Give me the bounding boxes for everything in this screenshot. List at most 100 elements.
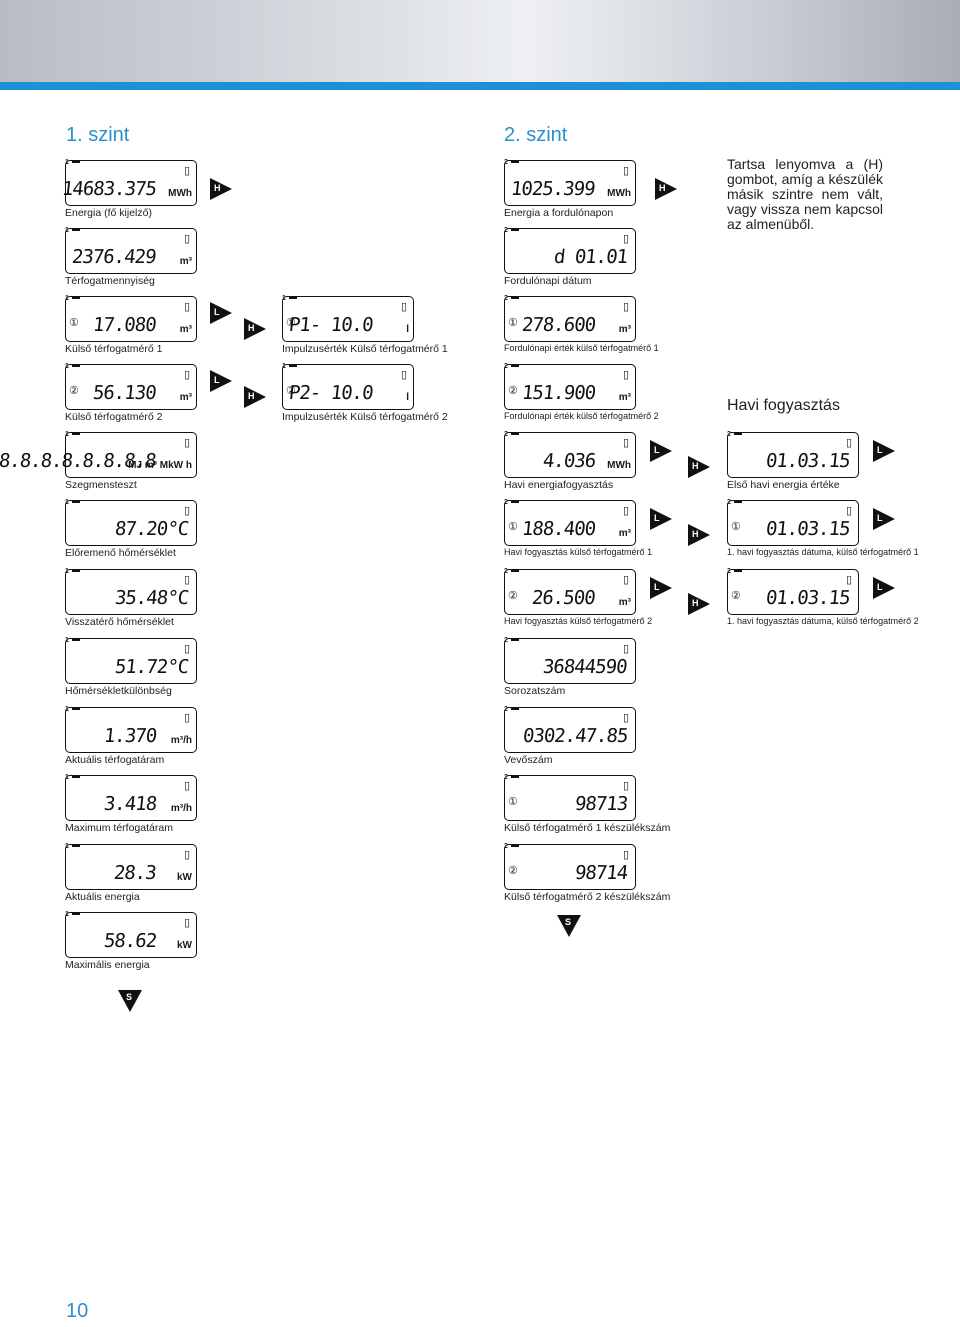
lcd-value: 14683.375	[60, 178, 158, 200]
lcd-unit: MWh	[168, 188, 192, 199]
meter-status-icon: ▯	[622, 780, 629, 792]
meter-status-icon: ▯	[622, 369, 629, 381]
meter-status-icon: ▯	[183, 780, 190, 792]
lcd-value: 58.62	[102, 930, 158, 952]
meter-status-icon: ▯	[183, 643, 190, 655]
level-indicator: 2	[504, 774, 519, 781]
lcd-value: 26.500	[531, 587, 597, 609]
monthly-consumption-title: Havi fogyasztás	[727, 397, 840, 414]
lcd-caption: Maximum térfogatáram	[65, 822, 173, 834]
l-button-arrow-icon	[650, 440, 672, 462]
lcd-value: 3.418	[102, 793, 158, 815]
s-button-arrow-icon	[118, 990, 142, 1012]
lcd-caption: Térfogatmennyiség	[65, 275, 155, 287]
lcd-caption: Külső térfogatmérő 2 készülékszám	[504, 891, 671, 903]
lcd-caption: 1. havi fogyasztás dátuma, külső térfoga…	[727, 616, 919, 626]
lcd-caption: Szegmensteszt	[65, 479, 137, 491]
meter-status-icon: ▯	[622, 437, 629, 449]
instruction-note: Tartsa lenyomva a (H) gombot, amíg a kés…	[727, 156, 883, 232]
level-indicator: 2	[727, 568, 742, 575]
lcd-caption: Aktuális térfogatáram	[65, 754, 165, 766]
lcd-value: 17.080	[92, 314, 158, 336]
meter-status-icon: ▯	[183, 917, 190, 929]
meter-status-icon: ▯	[183, 301, 190, 313]
meter-number-icon: ②	[286, 385, 296, 397]
level-indicator: 1	[282, 363, 297, 370]
lcd-caption: Hőmérsékletkülönbség	[65, 685, 172, 697]
meter-status-icon: ▯	[183, 849, 190, 861]
lcd-display: 1▯51.72°C	[65, 637, 197, 684]
level-indicator: 2	[504, 637, 519, 644]
meter-status-icon: ▯	[400, 369, 407, 381]
meter-status-icon: ▯	[622, 712, 629, 724]
meter-status-icon: ▯	[183, 437, 190, 449]
h-button-arrow-icon-label: H	[659, 183, 666, 193]
lcd-unit: MJ m³ MkW h	[128, 460, 192, 471]
lcd-display: 1▯87.20°C	[65, 499, 197, 546]
lcd-caption: Aktuális energia	[65, 891, 140, 903]
level-indicator: 2	[504, 568, 519, 575]
lcd-value: 01.03.15	[765, 518, 852, 540]
h-button-arrow-icon-label: H	[692, 529, 699, 539]
h-button-arrow-icon-label: H	[692, 598, 699, 608]
h-button-arrow-icon	[688, 524, 710, 546]
level-indicator: 1	[65, 295, 80, 302]
lcd-display: 2▯36844590	[504, 637, 636, 684]
meter-number-icon: ①	[508, 521, 518, 533]
meter-status-icon: ▯	[622, 233, 629, 245]
meter-number-icon: ①	[69, 317, 79, 329]
l-button-arrow-icon	[873, 440, 895, 462]
lcd-value: 56.130	[92, 382, 158, 404]
lcd-unit: l	[406, 324, 409, 335]
lcd-caption: Fordulónapi érték külső térfogatmérő 1	[504, 343, 659, 353]
lcd-unit: kW	[177, 940, 192, 951]
lcd-value: 2376.429	[71, 246, 158, 268]
lcd-unit: m³/h	[170, 735, 192, 746]
lcd-value: 98714	[573, 862, 629, 884]
lcd-caption: Külső térfogatmérő 1	[65, 343, 163, 355]
lcd-value: 87.20°C	[113, 518, 190, 540]
l-button-arrow-icon	[210, 370, 232, 392]
lcd-value: 0302.47.85	[521, 725, 629, 747]
lcd-value: 278.600	[520, 314, 597, 336]
meter-number-icon: ②	[731, 590, 741, 602]
lcd-caption: Impulzusérték Külső térfogatmérő 2	[282, 411, 448, 423]
meter-status-icon: ▯	[622, 301, 629, 313]
meter-status-icon: ▯	[622, 505, 629, 517]
meter-number-icon: ①	[286, 317, 296, 329]
lcd-value: P2- 10.0	[288, 382, 375, 404]
lcd-caption: Impulzusérték Külső térfogatmérő 1	[282, 343, 448, 355]
level-indicator: 2	[504, 499, 519, 506]
level-2-title: 2. szint	[504, 124, 568, 146]
level-indicator: 1	[65, 363, 80, 370]
level-indicator: 2	[727, 431, 742, 438]
l-button-arrow-icon-label: L	[654, 445, 660, 455]
h-button-arrow-icon	[210, 178, 232, 200]
lcd-caption: Maximális energia	[65, 959, 150, 971]
meter-status-icon: ▯	[622, 574, 629, 586]
header-banner	[0, 0, 960, 82]
l-button-arrow-icon	[650, 577, 672, 599]
l-button-arrow-icon	[650, 508, 672, 530]
l-button-arrow-icon-label: L	[214, 375, 220, 385]
level-indicator: 1	[65, 706, 80, 713]
h-button-arrow-icon	[655, 178, 677, 200]
lcd-caption: Külső térfogatmérő 2	[65, 411, 163, 423]
lcd-value: 35.48°C	[113, 587, 190, 609]
lcd-caption: Visszatérő hőmérséklet	[65, 616, 174, 628]
l-button-arrow-icon-label: L	[654, 582, 660, 592]
lcd-caption: Fordulónapi érték külső térfogatmérő 2	[504, 411, 659, 421]
lcd-caption: 1. havi fogyasztás dátuma, külső térfoga…	[727, 547, 919, 557]
meter-status-icon: ▯	[622, 849, 629, 861]
level-indicator: 1	[65, 159, 80, 166]
level-indicator: 2	[504, 295, 519, 302]
level-indicator: 2	[504, 431, 519, 438]
